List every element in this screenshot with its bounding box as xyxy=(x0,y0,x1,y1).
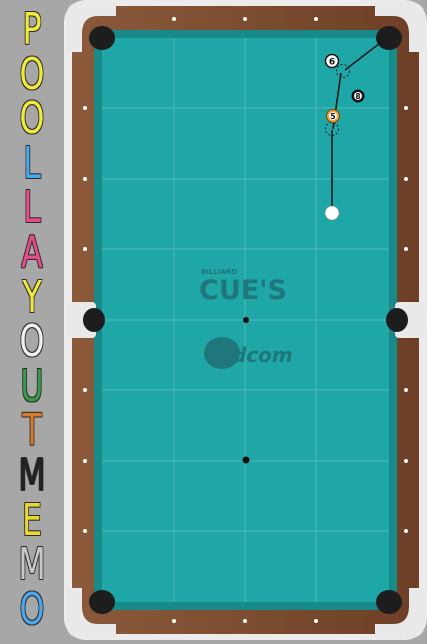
title-letter: M xyxy=(18,450,46,501)
rail-diamonds xyxy=(83,17,408,623)
pocket-bottom-left xyxy=(89,590,115,614)
title-letter: E xyxy=(21,494,43,546)
title-letter: O xyxy=(19,93,45,145)
ball-5[interactable]: 5 xyxy=(326,109,340,123)
cues-logo: BILLIARD CUE'S dcom xyxy=(199,268,293,369)
pocket-bottom-right xyxy=(376,590,402,614)
title-letter: O xyxy=(19,48,45,100)
logo-brand-text: CUE'S xyxy=(199,275,287,306)
pool-table[interactable]: BILLIARD CUE'S dcom 6 xyxy=(64,0,427,640)
title-letter: P xyxy=(22,4,42,55)
pool-table-svg: BILLIARD CUE'S dcom 6 xyxy=(64,0,427,640)
pocket-top-left xyxy=(89,26,115,50)
title-letter: A xyxy=(21,227,43,278)
cue-ball[interactable] xyxy=(324,205,340,221)
ghost-ball-2 xyxy=(336,64,350,78)
ball-6[interactable]: 6 xyxy=(324,53,340,69)
logo-small-text: BILLIARD xyxy=(201,268,237,276)
title-letter: L xyxy=(23,137,41,189)
title-letter: O xyxy=(19,583,45,635)
title-letter: Y xyxy=(22,271,42,323)
title-letter: T xyxy=(22,405,42,457)
shot-arrowhead-icon xyxy=(376,36,388,46)
foot-spot xyxy=(242,456,250,464)
pocket-side-left xyxy=(83,308,105,332)
ball-5-label: 5 xyxy=(330,112,335,121)
pocket-side-right xyxy=(386,308,408,332)
center-spot xyxy=(243,317,249,323)
title-letter: O xyxy=(19,316,45,368)
logo-domain-text: dcom xyxy=(232,343,293,367)
ball-8-label: 8 xyxy=(355,92,360,101)
title-letter: U xyxy=(20,360,44,412)
title-letter: L xyxy=(23,182,41,234)
ball-8[interactable]: 8 xyxy=(351,89,365,103)
pocket-top-right xyxy=(376,26,402,50)
title-letter: M xyxy=(18,539,46,591)
logo-disc-icon xyxy=(204,337,240,369)
ball-6-label: 6 xyxy=(329,58,335,68)
